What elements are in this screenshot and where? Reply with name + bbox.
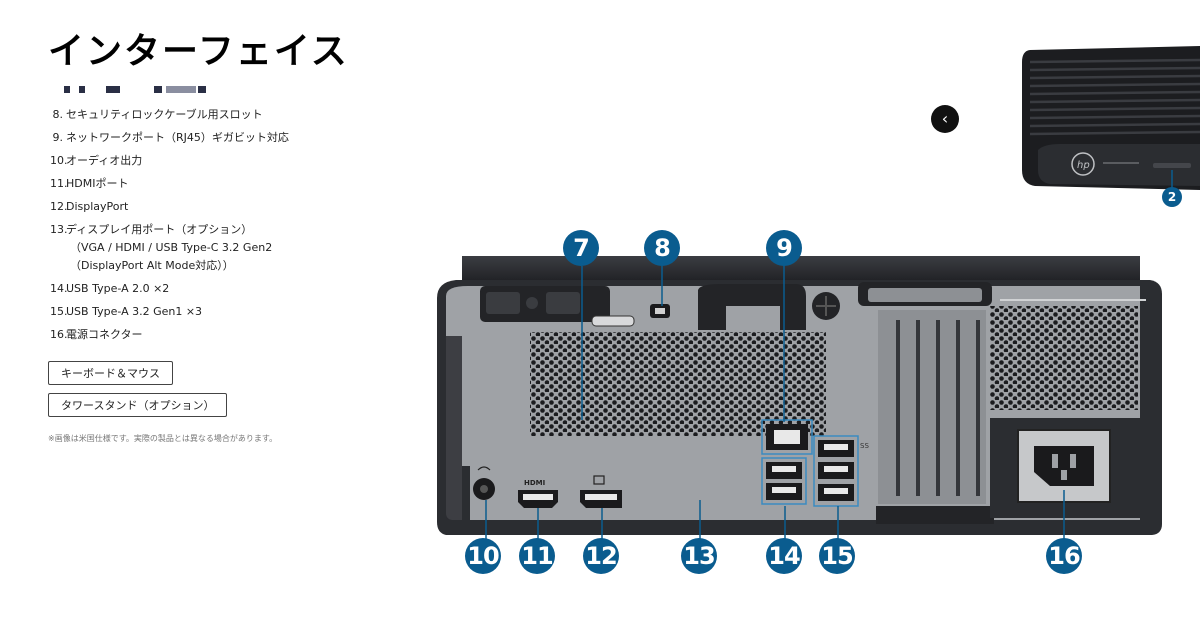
- tower-stand-button[interactable]: タワースタンド（オプション）: [48, 393, 228, 417]
- callout-11: 11: [519, 538, 555, 574]
- spec-item-12: 12.DisplayPort: [50, 200, 129, 213]
- headphone-icon: [477, 466, 491, 471]
- callout-15: 15: [819, 538, 855, 574]
- spec-item-10: 10.オーディオ出力: [50, 154, 143, 167]
- interface-spec-list: 8.セキュリティロックケーブル用スロット 9.ネットワークポート（RJ45）ギガ…: [50, 106, 340, 349]
- svg-text:HDMI: HDMI: [524, 479, 545, 487]
- image-disclaimer: ※画像は米国仕様です。実際の製品とは異なる場合があります。: [48, 434, 278, 443]
- page-title: インターフェイス: [48, 31, 349, 72]
- spec-item-13: 13.ディスプレイ用ポート（オプション）（VGA / HDMI / USB Ty…: [50, 223, 273, 272]
- spec-item-11: 11.HDMIポート: [50, 177, 129, 190]
- spec-item-9: 9.ネットワークポート（RJ45）ギガビット対応: [52, 131, 289, 144]
- hp-logo-icon: [1071, 152, 1095, 176]
- spec-item-15: 15.USB Type-A 3.2 Gen1 ×3: [50, 305, 203, 318]
- callout-14: 14: [766, 538, 802, 574]
- truncated-spec-line: [64, 85, 224, 95]
- callout-16: 16: [1046, 538, 1082, 574]
- svg-text:SS: SS: [860, 442, 869, 450]
- carousel-prev-button[interactable]: ‹: [931, 105, 959, 133]
- svg-text:hp: hp: [1077, 160, 1090, 171]
- pc-front-view: hp: [1022, 46, 1200, 190]
- callout-10: 10: [465, 538, 501, 574]
- spec-item-8: 8.セキュリティロックケーブル用スロット: [52, 108, 263, 121]
- spec-item-14: 14.USB Type-A 2.0 ×2: [50, 282, 170, 295]
- spec-item-16: 16.電源コネクター: [50, 328, 143, 341]
- chevron-left-icon: ‹: [941, 109, 949, 128]
- keyboard-mouse-button[interactable]: キーボード＆マウス: [48, 361, 173, 385]
- callout-13: 13: [681, 538, 717, 574]
- callout-2: 2: [1162, 187, 1182, 207]
- displayport-icon: [593, 475, 605, 485]
- callout-9: 9: [766, 230, 802, 266]
- callout-8: 8: [644, 230, 680, 266]
- callout-7: 7: [563, 230, 599, 266]
- callout-12: 12: [583, 538, 619, 574]
